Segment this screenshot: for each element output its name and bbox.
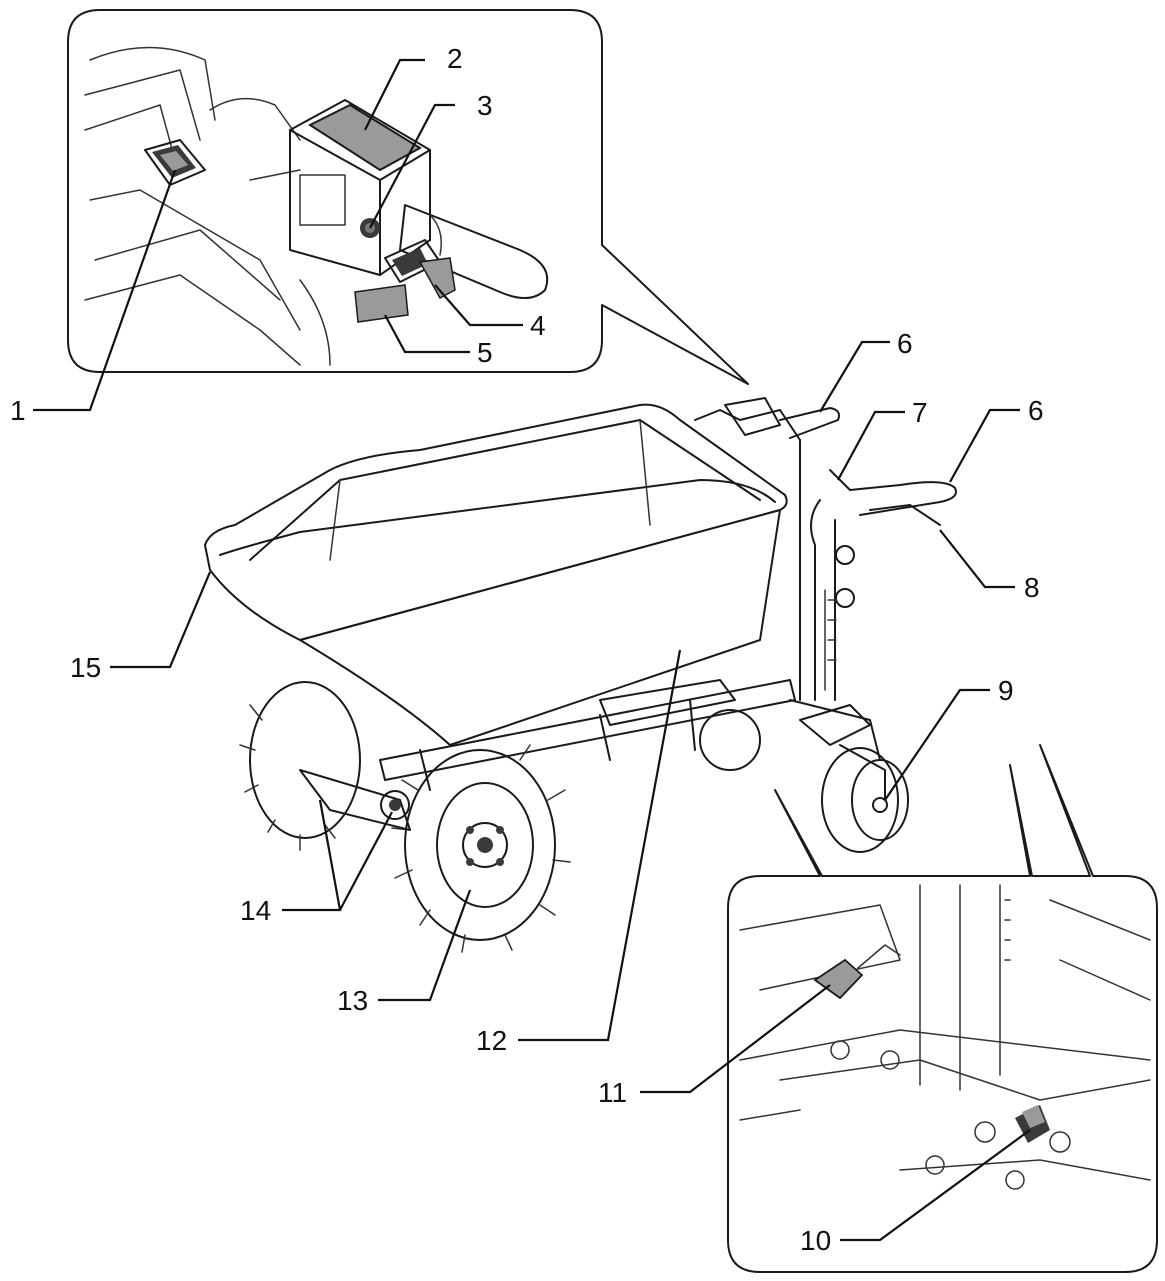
- leader-14: [282, 799, 393, 912]
- callout-label-6b: 6: [1028, 395, 1044, 426]
- caster-wheel: [799, 704, 909, 853]
- leader-13: [378, 889, 472, 1002]
- callout-label-12: 12: [476, 1025, 508, 1056]
- leader-6a: [819, 340, 890, 413]
- leader-4: [434, 284, 523, 327]
- wheelbarrow-body: [204, 397, 957, 953]
- leader-2: [364, 58, 425, 131]
- leader-6b: [949, 408, 1020, 483]
- callout-label-13: 13: [337, 985, 369, 1016]
- callout-label-5: 5: [477, 337, 493, 368]
- drive-wheel: [391, 744, 571, 953]
- leader-12: [518, 649, 682, 1042]
- callout-label-4: 4: [530, 310, 546, 341]
- callout-label-9: 9: [998, 675, 1014, 706]
- callout-label-10: 10: [800, 1225, 832, 1256]
- leader-10: [840, 1129, 1031, 1242]
- callout-label-8: 8: [1024, 572, 1040, 603]
- rear-wheel: [239, 681, 361, 851]
- callout-label-11: 11: [598, 1077, 628, 1108]
- leader-11: [640, 984, 831, 1094]
- leader-1: [33, 169, 177, 412]
- switch-1: [144, 139, 206, 186]
- control-box: [289, 99, 549, 323]
- detail-inset: [727, 744, 1158, 1273]
- leader-8: [939, 529, 1015, 589]
- callout-label-3: 3: [477, 90, 493, 121]
- callout-label-1: 1: [10, 395, 26, 426]
- leader-3: [369, 103, 455, 229]
- callout-label-7: 7: [912, 397, 928, 428]
- callout-label-6a: 6: [897, 328, 913, 359]
- callout-label-15: 15: [70, 652, 102, 683]
- leader-7: [837, 410, 905, 481]
- leader-9: [884, 688, 990, 801]
- callout-label-2: 2: [447, 43, 463, 74]
- control-panel-inset: [67, 9, 749, 385]
- callout-label-14: 14: [240, 895, 272, 926]
- leader-5: [384, 314, 470, 354]
- leader-lines: [33, 58, 1031, 1242]
- leader-15: [110, 571, 212, 669]
